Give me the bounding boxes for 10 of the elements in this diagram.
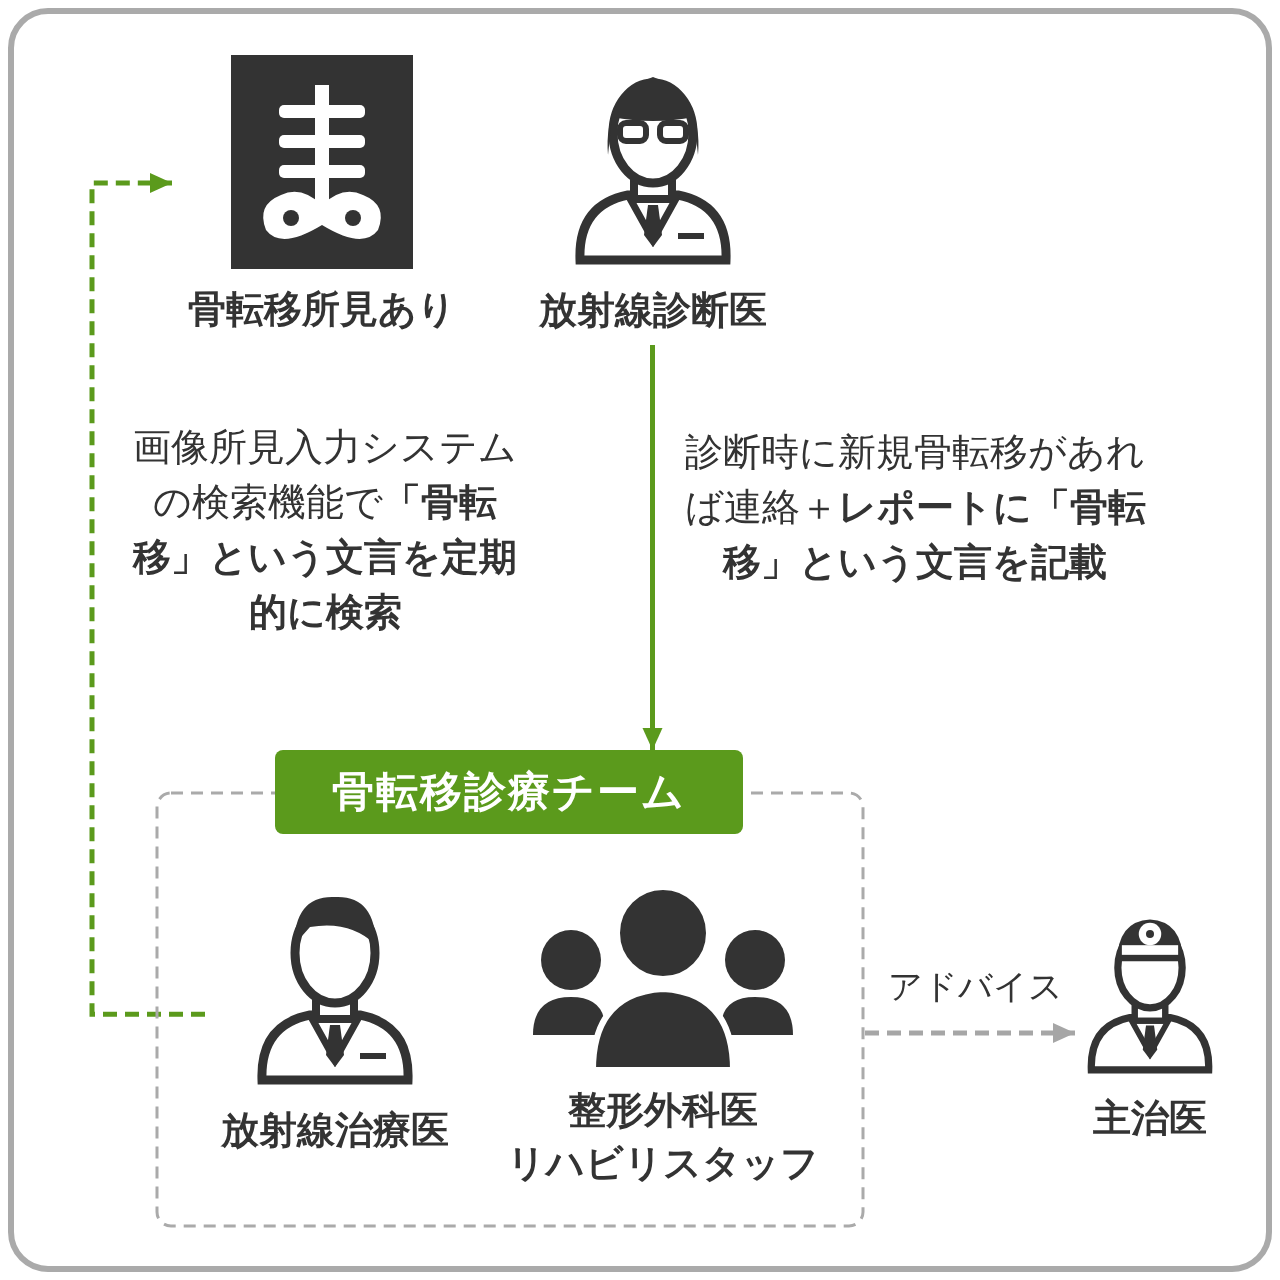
arrow bbox=[89, 173, 205, 1017]
group-title: 骨転移診療チーム bbox=[275, 750, 743, 834]
node-label: 放射線治療医 bbox=[221, 1107, 449, 1154]
arrow bbox=[642, 345, 663, 750]
node-label: 整形外科医 bbox=[567, 1087, 758, 1134]
node-label: 骨転移所見あり bbox=[188, 286, 456, 333]
arrow bbox=[865, 1023, 1075, 1043]
node-label: リハビリスタッフ bbox=[506, 1140, 819, 1188]
node-label: 放射線診断医 bbox=[538, 287, 767, 334]
node-label: 主治医 bbox=[1093, 1094, 1207, 1142]
